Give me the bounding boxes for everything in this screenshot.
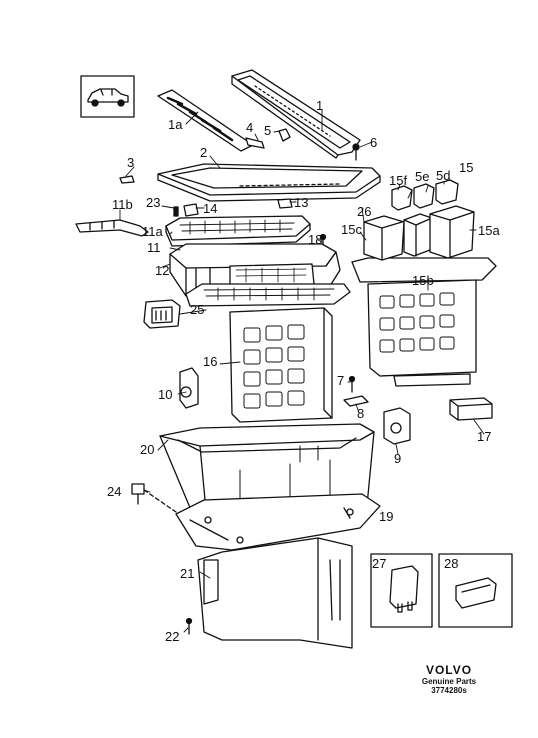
callout-15f: 15f	[389, 173, 408, 188]
callout-11a: 11a	[142, 224, 163, 239]
block-17	[449, 397, 493, 421]
callout-17: 17	[477, 429, 492, 444]
screw-22	[185, 617, 193, 635]
callout-26: 26	[357, 204, 372, 219]
connector-11b	[75, 219, 149, 237]
callout-5d: 5d	[436, 168, 451, 183]
volvo-logo: VOLVO	[425, 663, 473, 677]
clip-9	[383, 407, 411, 445]
leader-lines	[119, 109, 485, 633]
callout-2: 2	[200, 145, 208, 160]
callout-1a: 1a	[168, 117, 183, 132]
callout-12: 12	[155, 263, 170, 278]
callout-1: 1	[316, 98, 324, 113]
clip-10	[179, 367, 199, 409]
inset-box-28	[438, 553, 513, 628]
callout-27: 27	[372, 556, 387, 571]
callout-20: 20	[140, 442, 155, 457]
callout-18: 18	[308, 232, 323, 247]
lid-cover	[231, 69, 361, 159]
callout-15a: 15a	[478, 223, 500, 238]
screw-7	[348, 375, 356, 393]
callout-15: 15	[459, 160, 474, 175]
callout-25: 25	[190, 302, 205, 317]
genuine-parts-text: Genuine Parts	[421, 677, 477, 686]
inset-box-27	[370, 553, 433, 628]
part-number: 3774280s	[431, 686, 467, 695]
callout-10: 10	[158, 387, 173, 402]
callout-22: 22	[165, 629, 180, 644]
relays	[363, 179, 475, 261]
callout-11: 11	[147, 240, 161, 255]
bracket-21	[197, 537, 353, 649]
callout-8: 8	[357, 406, 365, 421]
block-13	[277, 198, 293, 209]
fuse-box-body	[169, 243, 341, 297]
relay-board-16	[229, 307, 333, 423]
pin-23	[173, 206, 179, 217]
callout-9: 9	[394, 451, 402, 466]
callout-11b: 11b	[112, 197, 133, 212]
callout-3: 3	[127, 155, 135, 170]
base-tray-19	[175, 493, 381, 551]
callout-13: 13	[294, 195, 309, 210]
callout-14: 14	[203, 201, 218, 216]
callout-15c: 15c	[341, 222, 362, 237]
callout-4: 4	[246, 120, 254, 135]
callout-21: 21	[180, 566, 195, 581]
screw-6	[352, 143, 360, 161]
small-clips	[245, 128, 291, 149]
fuse-rack-11a	[165, 215, 311, 247]
clip-3	[119, 175, 135, 184]
cover-frame	[157, 163, 381, 202]
callout-16: 16	[203, 354, 218, 369]
callout-15b: 15b	[412, 273, 434, 288]
block-14	[183, 203, 199, 217]
callout-24: 24	[107, 484, 122, 499]
callout-7: 7	[337, 373, 345, 388]
bracket-8	[343, 395, 369, 407]
connector-25	[143, 299, 181, 329]
fuse-rack-11	[185, 283, 351, 307]
callout-23: 23	[146, 195, 161, 210]
car-thumbnail	[80, 75, 135, 118]
callout-5e: 5e	[415, 169, 430, 184]
relay-board-15b	[351, 257, 497, 387]
callout-28: 28	[444, 556, 459, 571]
callout-5: 5	[264, 123, 272, 138]
bolt-24	[131, 483, 177, 513]
callout-19: 19	[379, 509, 394, 524]
callout-6: 6	[370, 135, 378, 150]
volvo-brand-block: VOLVO Genuine Parts 3774280s	[414, 663, 484, 695]
